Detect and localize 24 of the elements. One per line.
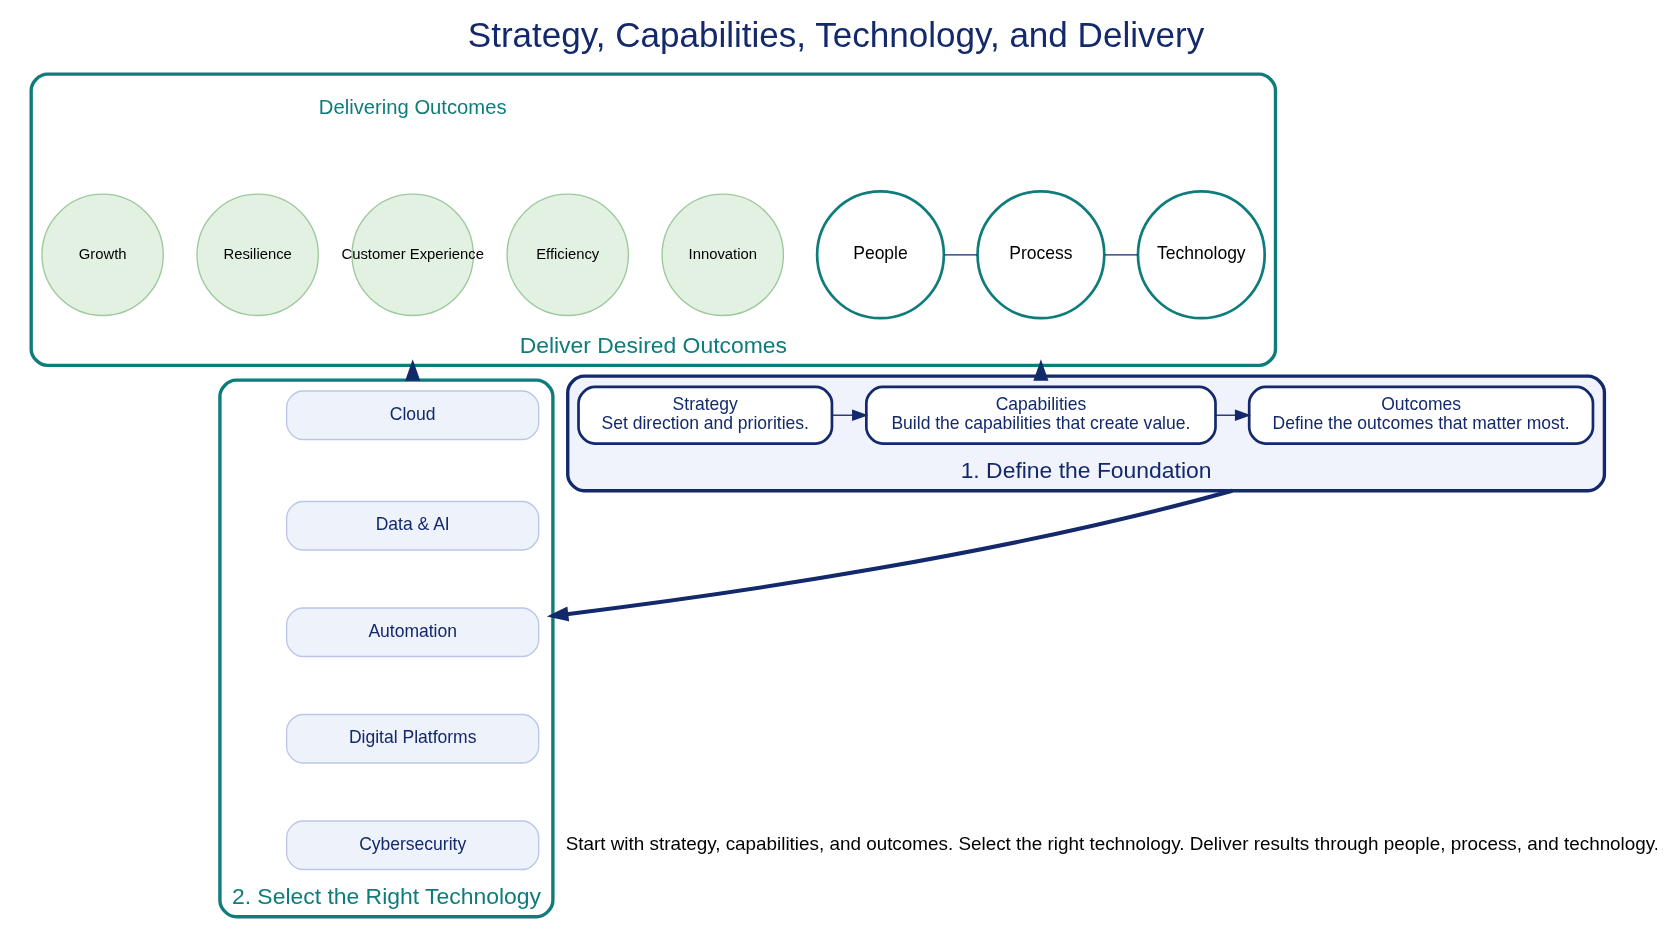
node-box: Capabilities Build the capabilities that create value. xyxy=(865,385,1217,445)
caption: Start with strategy, capabilities, and outcomes. Select the right technology. Deliver results through people, process, and technology. xyxy=(565,833,1660,855)
label: Delivering Outcomes xyxy=(318,95,507,118)
connector xyxy=(1104,254,1139,256)
node-circle: Technology xyxy=(1136,190,1267,320)
diagram-title: Strategy, Capabilities, Technology, and Delivery xyxy=(467,14,1205,54)
node-circle: People xyxy=(815,190,946,320)
node-box: Outcomes Define the outcomes that matter most. xyxy=(1247,385,1595,445)
arrow xyxy=(546,488,1233,622)
node-box: Cloud xyxy=(285,390,540,441)
node-circle: Growth xyxy=(41,193,164,317)
node-circle: Efficiency xyxy=(506,193,630,317)
arrow xyxy=(1033,359,1049,381)
arrow xyxy=(1215,409,1252,421)
node-box: Data & AI xyxy=(285,500,540,551)
node-box: Digital Platforms xyxy=(285,713,540,764)
node-box: Strategy Set direction and priorities. xyxy=(577,385,834,445)
node-box: Automation xyxy=(285,607,540,658)
node-circle: Resilience xyxy=(196,193,319,317)
connector xyxy=(943,254,978,256)
node-circle: Innovation xyxy=(661,193,785,317)
node-circle: Process xyxy=(976,190,1106,320)
node-box: Cybersecurity xyxy=(285,820,540,871)
arrow xyxy=(831,409,869,421)
